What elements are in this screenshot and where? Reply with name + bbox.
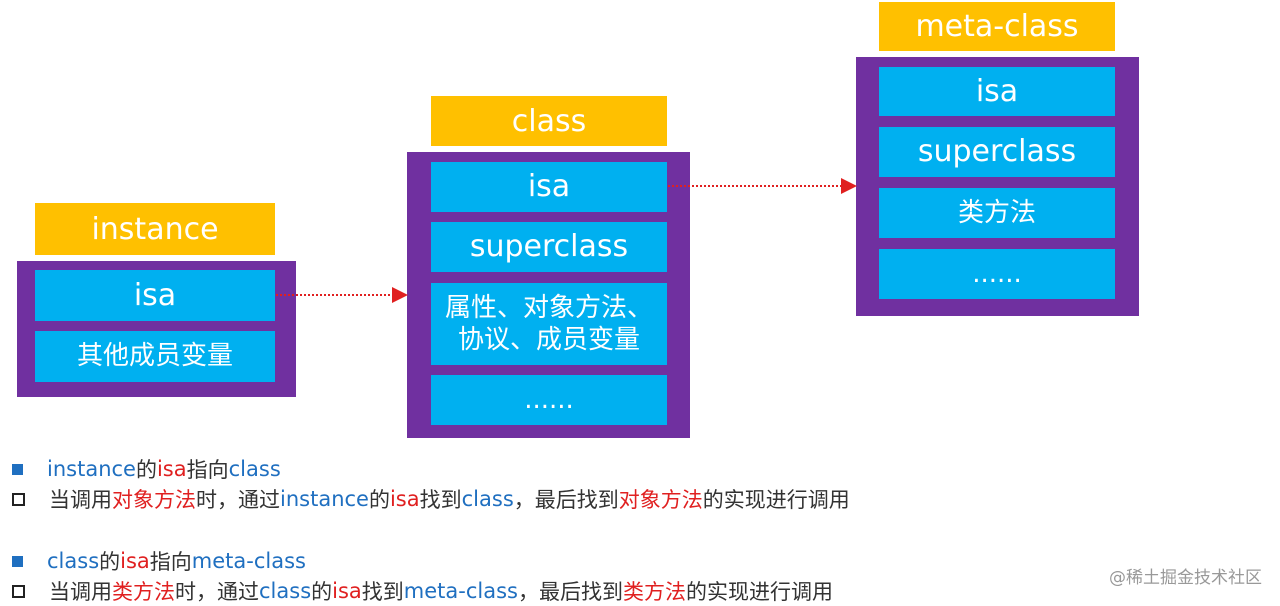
hollow-square-icon [12, 492, 25, 506]
meta-class-more-cell: ...... [879, 249, 1115, 299]
filled-square-icon [12, 555, 23, 567]
class-isa-cell: isa [431, 162, 667, 212]
instance-isa-cell: isa [35, 270, 275, 321]
meta-class-methods-cell: 类方法 [879, 188, 1115, 238]
hollow-square-icon [12, 584, 25, 598]
class-superclass-cell: superclass [431, 222, 667, 272]
meta-class-isa-cell: isa [879, 67, 1115, 116]
filled-square-icon [12, 463, 23, 475]
class-members-cell: 属性、对象方法、 协议、成员变量 [431, 283, 667, 365]
meta-class-title: meta-class [879, 2, 1115, 51]
watermark: @稀土掘金技术社区 [1109, 568, 1262, 588]
class-title: class [431, 96, 667, 146]
instance-ivars-cell: 其他成员变量 [35, 331, 275, 382]
class-more-cell: ...... [431, 375, 667, 425]
instance-title: instance [35, 203, 275, 255]
meta-class-superclass-cell: superclass [879, 127, 1115, 177]
